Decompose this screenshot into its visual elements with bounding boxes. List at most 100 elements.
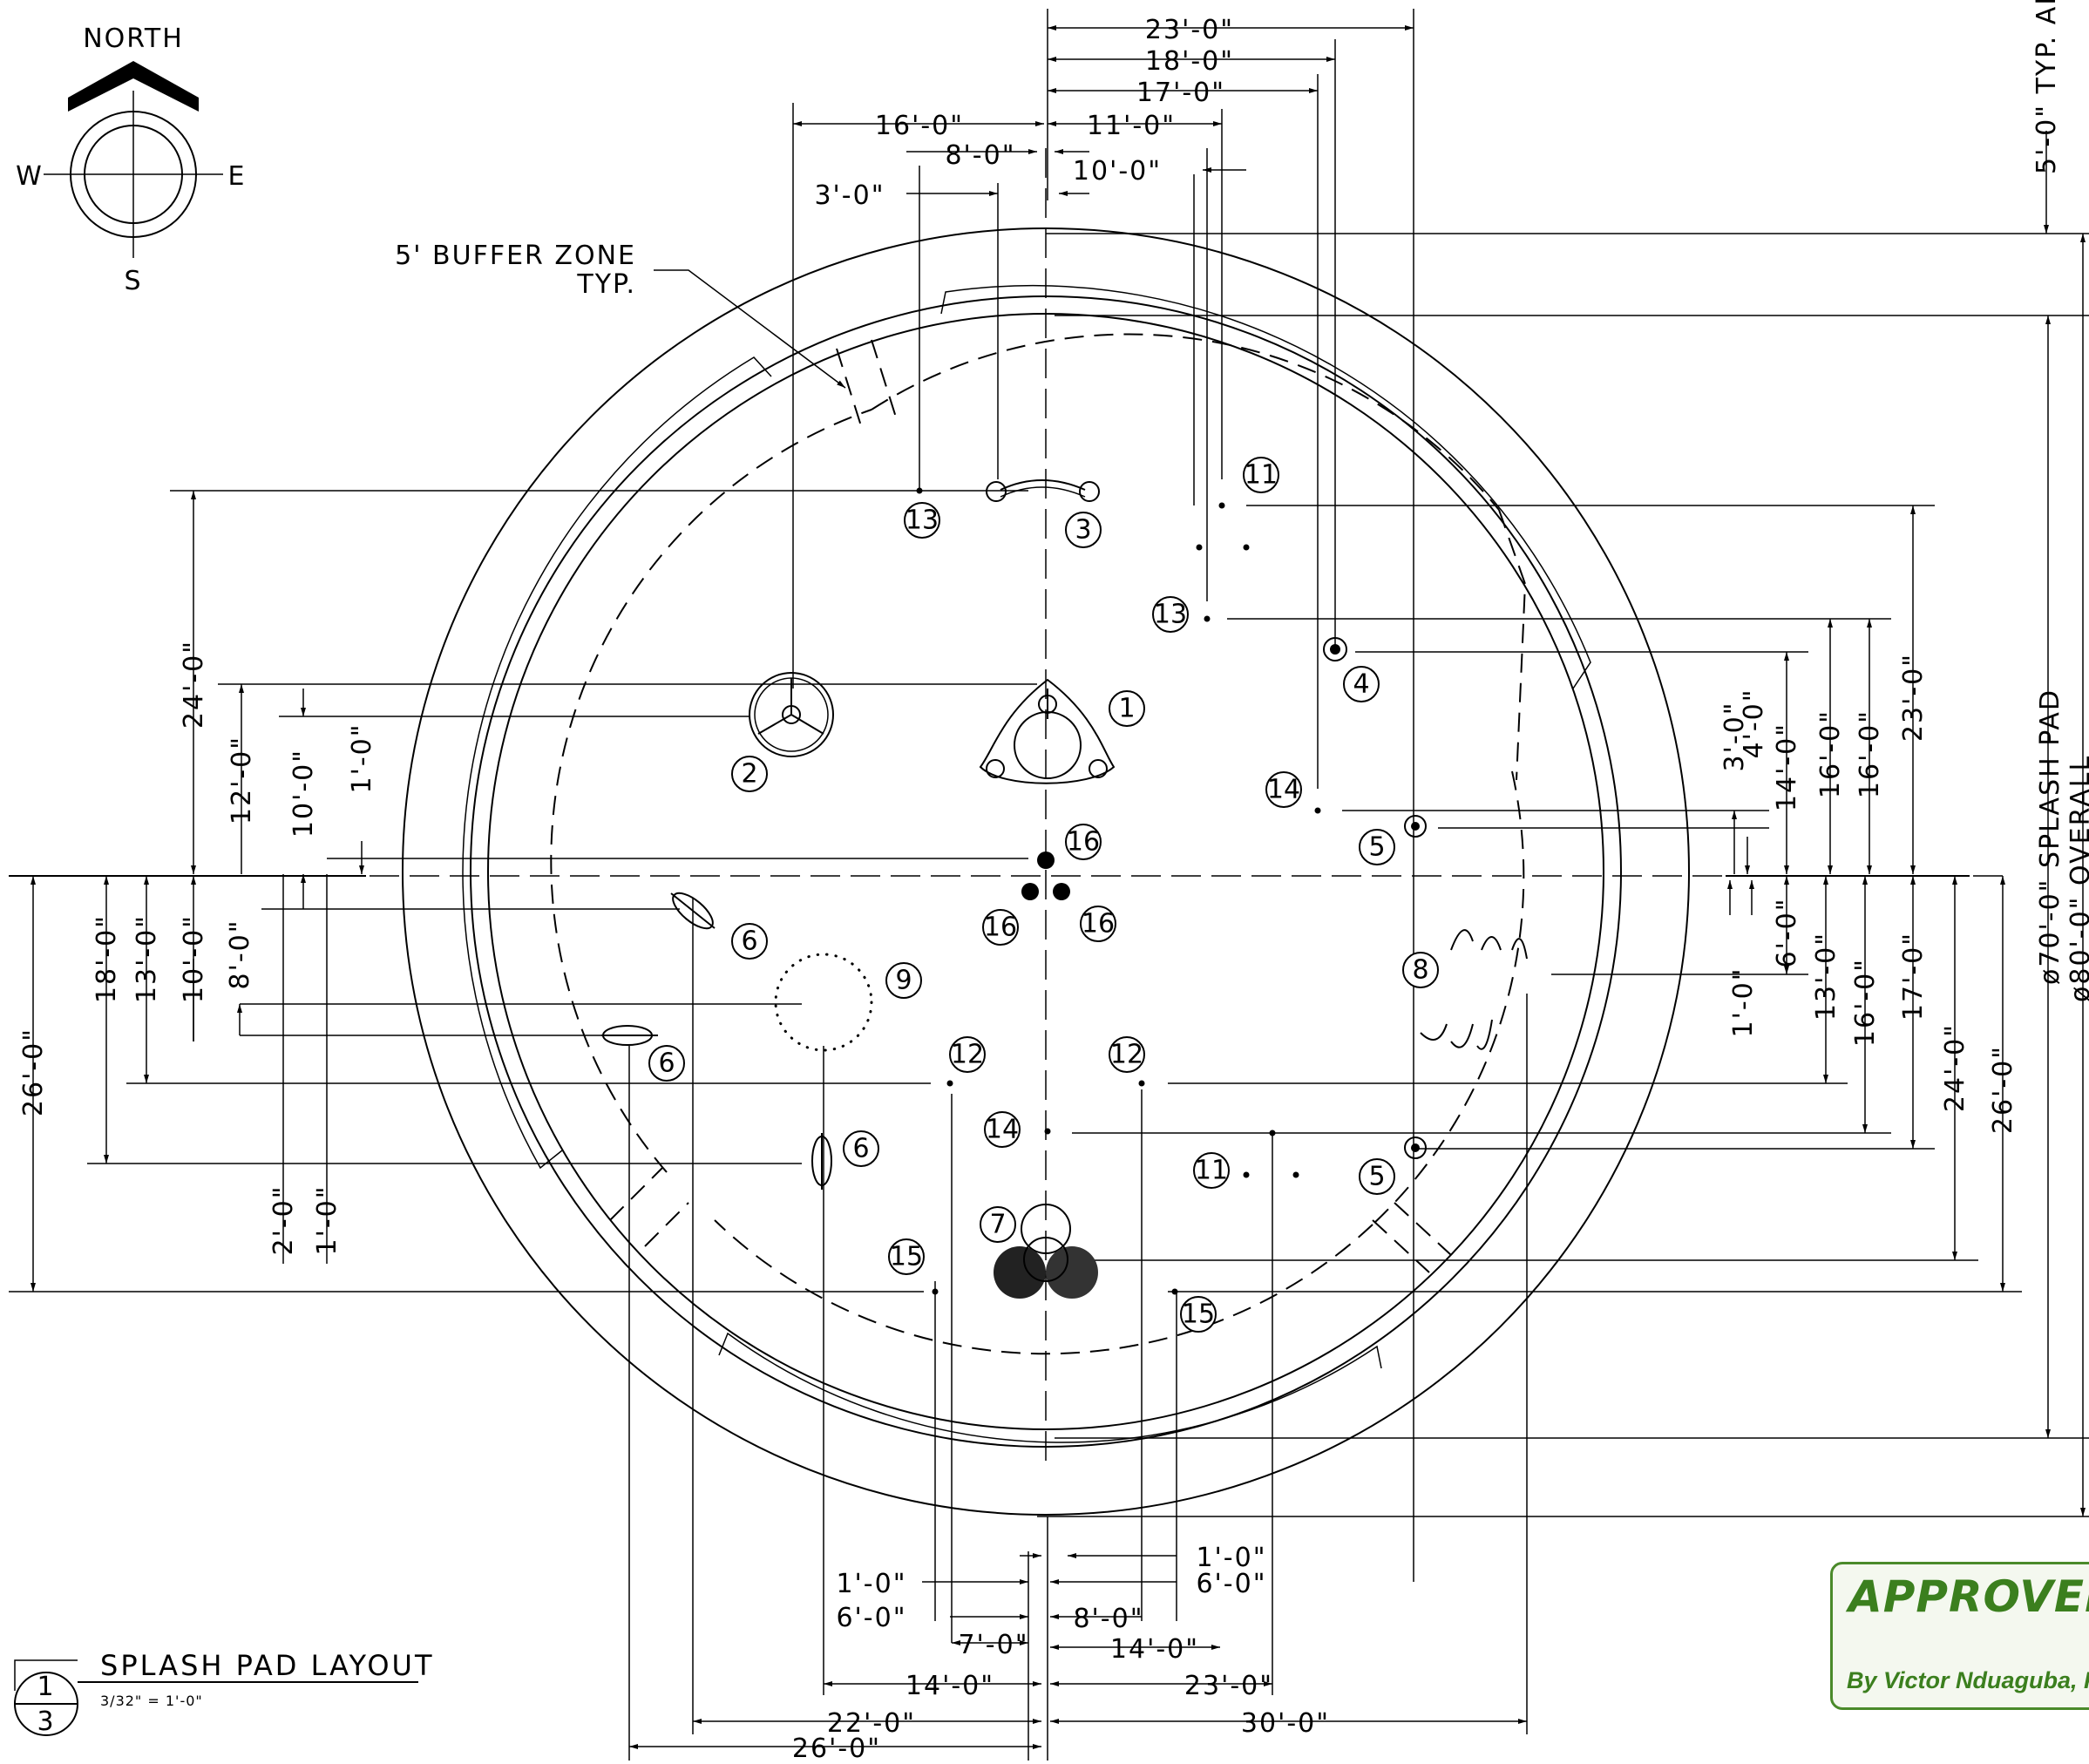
splash-pad-diameter-note: ø70'-0" SPLASH PAD: [2035, 689, 2065, 985]
dim-label: 7'-0": [958, 1630, 1028, 1660]
dim-label: 17'-0": [1136, 78, 1225, 108]
compass-west-label: W: [16, 161, 44, 192]
tag-label: 6: [658, 1048, 675, 1079]
tag-label: 15: [1182, 1299, 1215, 1330]
ground-jet-dots: [916, 487, 1321, 1295]
tag-label: 9: [895, 966, 912, 996]
approval-stamp: APPROVED By Victor Nduaguba, P: [1830, 1562, 2089, 1710]
dim-label: 10'-0": [288, 749, 319, 838]
dim-label: 4'-0": [1739, 688, 1769, 758]
wheel-spray-feature-icon: [749, 672, 834, 757]
dim-label: 1'-0": [1196, 1543, 1266, 1573]
tag-label: 12: [1110, 1040, 1143, 1070]
seat-wall-north-east: [940, 285, 1591, 689]
tag-label: 15: [890, 1242, 923, 1272]
dim-label: 1'-0": [1728, 967, 1759, 1037]
water-cannon-6b-icon: [601, 1025, 658, 1046]
dim-label: 16'-0": [1850, 958, 1881, 1047]
dim-label: 24'-0": [179, 640, 209, 729]
tag-label: 4: [1353, 669, 1369, 700]
water-cannon-6c-icon: [811, 1133, 832, 1190]
dim-label: 11'-0": [1087, 111, 1176, 141]
tag-label: 7: [989, 1210, 1006, 1240]
dim-label: 23'-0": [1145, 15, 1234, 45]
seat-wall-south: [718, 1332, 1382, 1443]
dim-label: 22'-0": [827, 1708, 916, 1739]
dim-label: 12'-0": [227, 736, 257, 824]
dim-label: 10'-0": [179, 914, 209, 1003]
dim-label: 23'-0": [1898, 653, 1929, 742]
dim-label: 24'-0": [1940, 1023, 1970, 1112]
dim-label: 3'-0": [814, 180, 885, 211]
dim-label: 18'-0": [92, 914, 122, 1003]
tag-label: 6: [741, 926, 757, 957]
buffer-zone-dashed-arc: [871, 333, 1500, 511]
dim-label: 30'-0": [1241, 1708, 1330, 1739]
dim-label: 23'-0": [1184, 1671, 1273, 1701]
tag-label: 6: [852, 1134, 869, 1164]
tag-label: 8: [1412, 955, 1428, 986]
drawing-notes: 5' BUFFER ZONE TYP. 5'-0" TYP. APRON ø70…: [395, 0, 2089, 1002]
dim-label: 26'-0": [18, 1028, 49, 1116]
drawing-scale: 3/32" = 1'-0": [100, 1693, 203, 1709]
tag-circles: [648, 457, 1439, 1333]
ground-spray-ring-icon: [774, 953, 873, 1052]
dim-label: 17'-0": [1898, 932, 1929, 1021]
dim-label: 26'-0": [1988, 1045, 2018, 1134]
dim-label: 13'-0": [1811, 932, 1841, 1021]
dim-label: 26'-0": [792, 1733, 881, 1764]
approved-by-label: By Victor Nduaguba, P: [1847, 1667, 2089, 1693]
dim-label: 14'-0": [1772, 723, 1802, 811]
equipment-items: [601, 479, 1528, 1299]
cluster-play-feature-icon: [994, 1204, 1098, 1299]
title-block: 1 3 SPLASH PAD LAYOUT 3/32" = 1'-0": [14, 1649, 434, 1737]
dim-label: 16'-0": [1815, 709, 1846, 798]
spray-nozzle-5a-icon: [1404, 815, 1427, 838]
dim-label: 8'-0": [1073, 1604, 1143, 1634]
tag-label: 3: [1075, 515, 1091, 546]
dim-label: 14'-0": [1110, 1634, 1199, 1665]
compass-east-label: E: [228, 161, 247, 192]
detail-number: 1: [37, 1672, 55, 1702]
tag-label: 16: [1082, 909, 1115, 940]
dimension-labels: 23'-0" 18'-0" 17'-0" 16'-0" 11'-0" 8'-0"…: [18, 15, 2018, 1764]
overall-diameter-note: ø80'-0" OVERALL: [2065, 755, 2089, 1002]
tag-label: 5: [1368, 1162, 1385, 1192]
north-arrow-compass: NORTH W E S: [16, 24, 247, 296]
drawing-title: SPLASH PAD LAYOUT: [100, 1649, 434, 1682]
dimension-lines: [9, 9, 2089, 1761]
tag-label: 11: [1245, 460, 1278, 491]
tag-label: 11: [1195, 1156, 1228, 1186]
dim-label: 6'-0": [1196, 1569, 1266, 1599]
tag-label: 13: [1154, 600, 1187, 630]
north-arrow-icon: [68, 61, 199, 112]
tag-label: 12: [951, 1040, 984, 1070]
splash-pad-geometry: [9, 148, 2004, 1516]
dim-label: 1'-0": [836, 1569, 906, 1599]
compass-south-label: S: [124, 266, 142, 296]
tag-label: 14: [986, 1115, 1019, 1145]
dim-label: 14'-0": [905, 1671, 994, 1701]
approved-label: APPROVED: [1848, 1571, 2089, 1622]
dim-label: 3'-0": [1719, 701, 1750, 771]
seat-wall-west: [462, 356, 772, 1170]
water-cannon-6a-icon: [670, 892, 716, 930]
dim-label: 8'-0": [945, 140, 1015, 171]
spray-nozzle-5b-icon: [1404, 1136, 1427, 1159]
tag-label: 1: [1118, 694, 1135, 724]
dim-label: 16'-0": [1855, 709, 1885, 798]
drain-dots-16: [1021, 851, 1070, 900]
compass-north-label: NORTH: [83, 24, 184, 54]
tag-label: 5: [1368, 832, 1385, 863]
buffer-zone-note: 5' BUFFER ZONE: [395, 241, 636, 271]
tag-label: 16: [984, 913, 1017, 943]
triangle-spray-feature-icon: [979, 678, 1116, 784]
arch-spray-feature-icon: [986, 479, 1100, 502]
tag-label: 13: [905, 505, 939, 536]
dim-label: 6'-0": [1772, 897, 1802, 967]
buffer-zone-note-typ: TYP.: [576, 269, 636, 300]
dim-label: 18'-0": [1145, 46, 1234, 77]
apron-note: 5'-0" TYP. APRON: [2031, 0, 2062, 174]
dim-label: 1'-0": [347, 723, 377, 793]
